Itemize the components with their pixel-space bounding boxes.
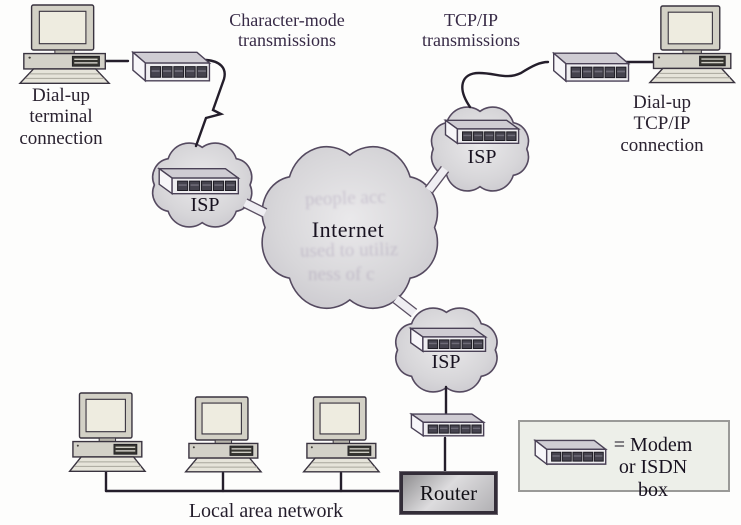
computer-icon-lan-2 [185,396,262,473]
legend-modem-area [534,439,607,465]
label-character-mode: Character-mode transmissions [229,10,345,51]
bridge-right-isp-internet [425,166,448,192]
computer-icon-tcpip [649,5,736,84]
router-label: Router [419,480,478,505]
modem-icon-isp-right [444,119,520,144]
router-box: Router [399,471,498,515]
lightning-character-mode-line [196,60,225,146]
computer-icon-terminal [19,4,110,84]
modem-icon-isp-bottom [410,327,487,352]
label-isp-left: ISP [190,194,220,216]
legend-label: = Modem or ISDN box [613,434,693,501]
modem-icon-lan [410,413,485,437]
curve-modem-to-isp-right [462,62,548,107]
legend-box [518,420,730,492]
label-internet: Internet [311,217,385,242]
computer-icon-lan-1 [69,392,146,472]
ghost-bleed-text: people acc [304,186,387,211]
label-dialup-tcpip: Dial-up TCP/IP connection [620,92,704,156]
bridge-bottom-isp-internet [393,295,417,316]
label-isp-bottom: ISP [431,351,461,373]
label-tcpip-transmissions: TCP/IP transmissions [421,10,521,51]
ghost-bleed-text: ness of c [308,264,375,285]
modem-icon-terminal [132,51,211,82]
bridge-left-isp-internet [243,199,267,217]
label-local-area-network: Local area network [188,500,344,522]
label-dialup-terminal: Dial-up terminal connection [19,85,103,149]
ghost-bleed-text: used to utiliz [299,239,399,262]
computer-icon-lan-3 [303,396,380,473]
label-isp-right: ISP [467,146,497,168]
modem-icon-legend [534,439,607,465]
modem-icon-isp-left [158,168,239,195]
modem-icon-tcpip [553,52,630,82]
